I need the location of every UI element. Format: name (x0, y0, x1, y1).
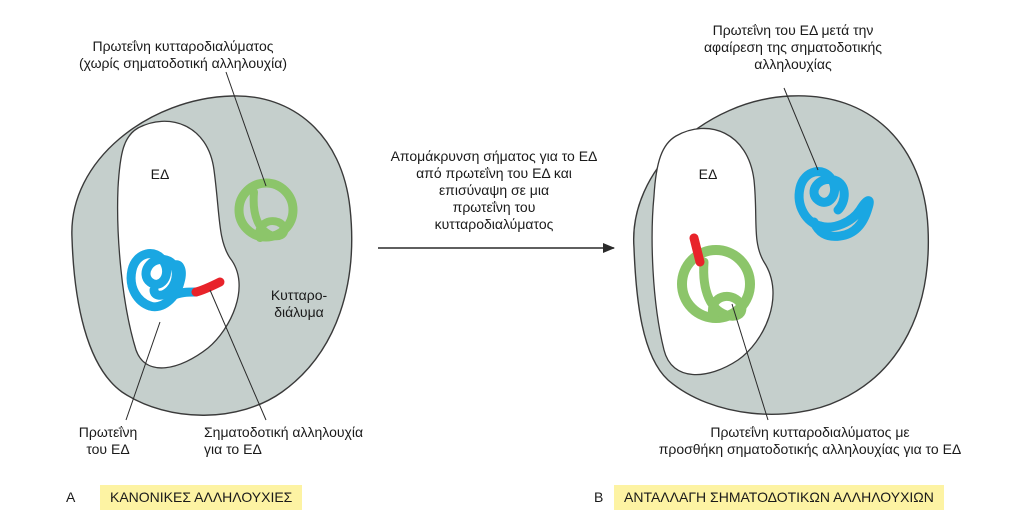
label-line: Κυτταρο- (270, 287, 328, 303)
panel-letter-a: A (66, 489, 76, 505)
label-line: Απομάκρυνση σήματος για το ΕΔ (390, 148, 598, 164)
label-line: Πρωτεΐνη του ΕΔ μετά την (712, 22, 874, 38)
label-line: κυτταροδιαλύματος (434, 216, 554, 232)
label-line: Σηματοδοτική αλληλουχία (204, 424, 364, 440)
panel-letter-b: B (594, 489, 604, 505)
er-label-b: ΕΔ (698, 166, 718, 182)
signal-sequence-label-a: Σηματοδοτική αλληλουχία για το ΕΔ (204, 424, 404, 458)
er-protein-a (126, 249, 225, 312)
cytosol-protein-b (677, 233, 755, 323)
label-line: αλληλουχίας (754, 56, 832, 72)
er-label-a: ΕΔ (150, 166, 170, 182)
signal-sequence-a (191, 277, 225, 297)
label-line: (χωρίς σηματοδοτική αλληλουχία) (78, 55, 287, 71)
cytosol-label: Κυτταρο- διάλυμα (254, 287, 344, 321)
cytosol-protein-a (234, 178, 298, 242)
process-label: Απομάκρυνση σήματος για το ΕΔ από πρωτεΐ… (354, 148, 634, 233)
cytosol-protein-label-b: Πρωτεΐνη κυτταροδιαλύματος με προσθήκη σ… (600, 424, 1020, 458)
panel-b-cell (633, 95, 930, 415)
leader-lines-a (125, 71, 267, 421)
label-line: Πρωτεΐνη (78, 424, 138, 440)
cytosol-protein-label-a: Πρωτεΐνη κυτταροδιαλύματος (χωρίς σηματο… (48, 38, 318, 72)
er-protein-label-a: Πρωτεΐνη του ΕΔ (66, 424, 150, 458)
leader-lines-b (731, 87, 819, 421)
panel-a-cell (71, 95, 353, 416)
label-line: επισύναψη σε μια (438, 182, 550, 198)
label-line: προσθήκη σηματοδοτικής αλληλουχίας για τ… (658, 441, 962, 457)
panel-title-b: ΑΝΤΑΛΛΑΓΗ ΣΗΜΑΤΟΔΟΤΙΚΩΝ ΑΛΛΗΛΟΥΧΙΩΝ (614, 485, 944, 510)
label-line: αφαίρεση της σηματοδοτικής (703, 39, 883, 55)
er-protein-label-b: Πρωτεΐνη του ΕΔ μετά την αφαίρεση της ση… (648, 22, 938, 73)
label-line: Πρωτεΐνη κυτταροδιαλύματος με (710, 424, 910, 440)
label-line: διάλυμα (274, 304, 324, 320)
label-line: πρωτεΐνη του (452, 199, 536, 215)
label-line: του ΕΔ (86, 441, 130, 457)
label-line: για το ΕΔ (204, 441, 262, 457)
label-line: Πρωτεΐνη κυτταροδιαλύματος (92, 38, 274, 54)
label-line: από πρωτεΐνη του ΕΔ και (416, 165, 572, 181)
panel-title-a: ΚΑΝΟΝΙΚΕΣ ΑΛΛΗΛΟΥΧΙΕΣ (100, 485, 303, 510)
er-protein-b (794, 167, 874, 241)
